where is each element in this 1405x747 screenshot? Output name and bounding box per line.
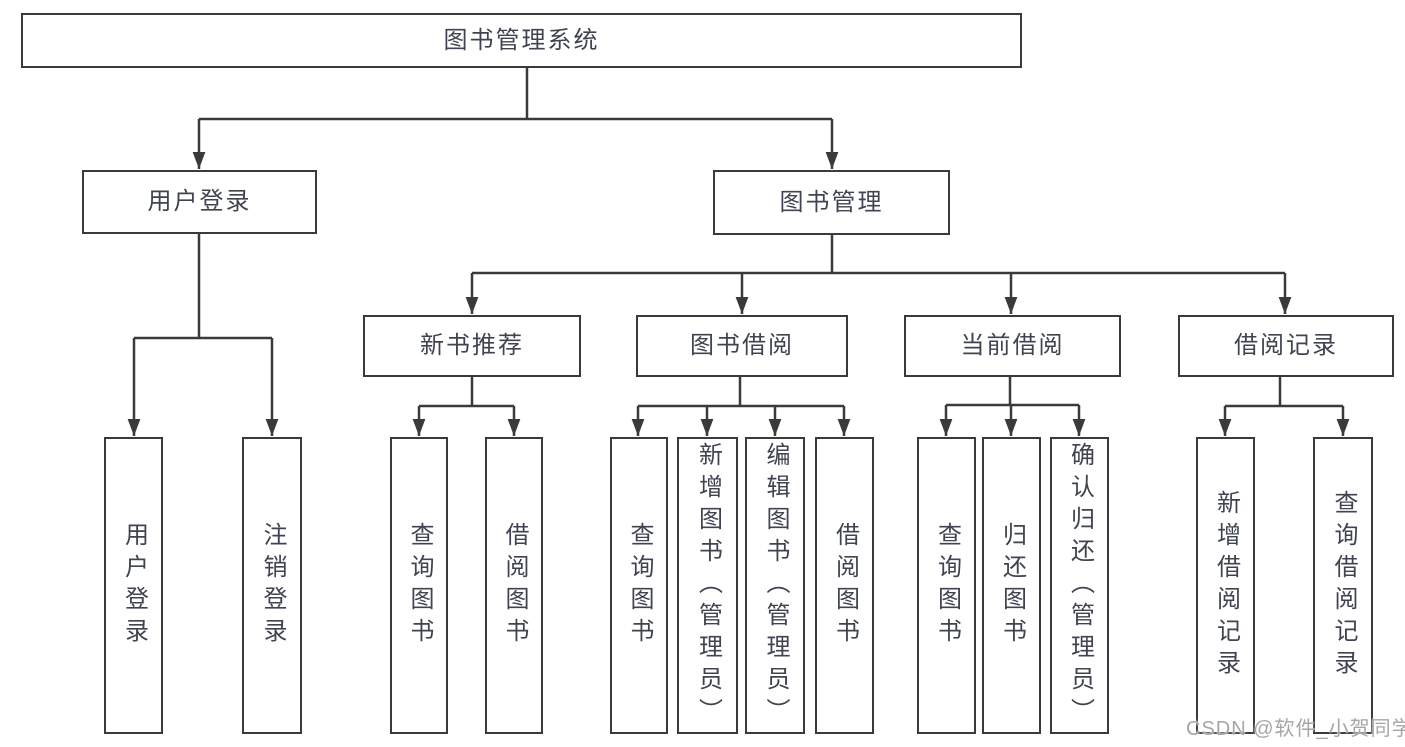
node-book-borrowing: 图书借阅 <box>636 315 848 377</box>
node-label: 图书管理 <box>779 188 884 216</box>
node-label: 当前借阅 <box>960 332 1065 359</box>
leaf-query-borrow-record: 查询借阅记录 <box>1313 437 1373 734</box>
node-label: 新书推荐 <box>420 332 524 359</box>
node-book-management: 图书管理 <box>713 170 950 235</box>
node-label: 用户登录 <box>120 521 148 650</box>
node-library-management-system: 图书管理系统 <box>21 13 1022 68</box>
node-label: 图书借阅 <box>690 332 794 359</box>
node-user-login: 用户登录 <box>82 170 317 234</box>
leaf-query-books: 查询图书 <box>610 437 668 734</box>
leaf-return-books: 归还图书 <box>982 437 1041 734</box>
leaf-user-login: 用户登录 <box>104 437 163 734</box>
node-label: 确认归还（管理员） <box>1066 441 1094 730</box>
node-label: 归还图书 <box>998 521 1026 650</box>
csdn-watermark: CSDN @软件_小贺同学 <box>1186 718 1405 740</box>
leaf-add-borrow-record: 新增借阅记录 <box>1196 437 1255 734</box>
node-label: 借阅记录 <box>1234 332 1338 359</box>
node-label: 编辑图书（管理员） <box>762 441 789 730</box>
leaf-query-books-current: 查询图书 <box>917 437 976 734</box>
node-new-book-recommendation: 新书推荐 <box>363 315 581 377</box>
node-label: 查询图书 <box>626 521 653 650</box>
node-borrowing-records: 借阅记录 <box>1178 315 1394 377</box>
leaf-confirm-return-admin: 确认归还（管理员） <box>1050 437 1109 734</box>
leaf-edit-books-admin: 编辑图书（管理员） <box>745 437 805 734</box>
node-label: 借阅图书 <box>501 521 528 650</box>
node-label: 新增图书（管理员） <box>694 441 722 730</box>
node-label: 借阅图书 <box>831 521 859 650</box>
leaf-borrow-books: 借阅图书 <box>815 437 874 734</box>
node-label: 查询图书 <box>933 521 961 650</box>
node-label: 新增借阅记录 <box>1212 489 1240 682</box>
node-current-borrowing: 当前借阅 <box>904 315 1121 377</box>
leaf-logout: 注销登录 <box>242 437 302 734</box>
leaf-borrow-books-recommend: 借阅图书 <box>485 437 543 734</box>
leaf-add-books-admin: 新增图书（管理员） <box>677 437 738 734</box>
leaf-query-books-recommend: 查询图书 <box>390 437 448 734</box>
node-label: 查询借阅记录 <box>1330 489 1357 682</box>
node-label: 查询图书 <box>406 521 433 650</box>
node-label: 用户登录 <box>147 188 252 215</box>
node-label: 图书管理系统 <box>443 26 600 54</box>
node-label: 注销登录 <box>259 521 286 650</box>
